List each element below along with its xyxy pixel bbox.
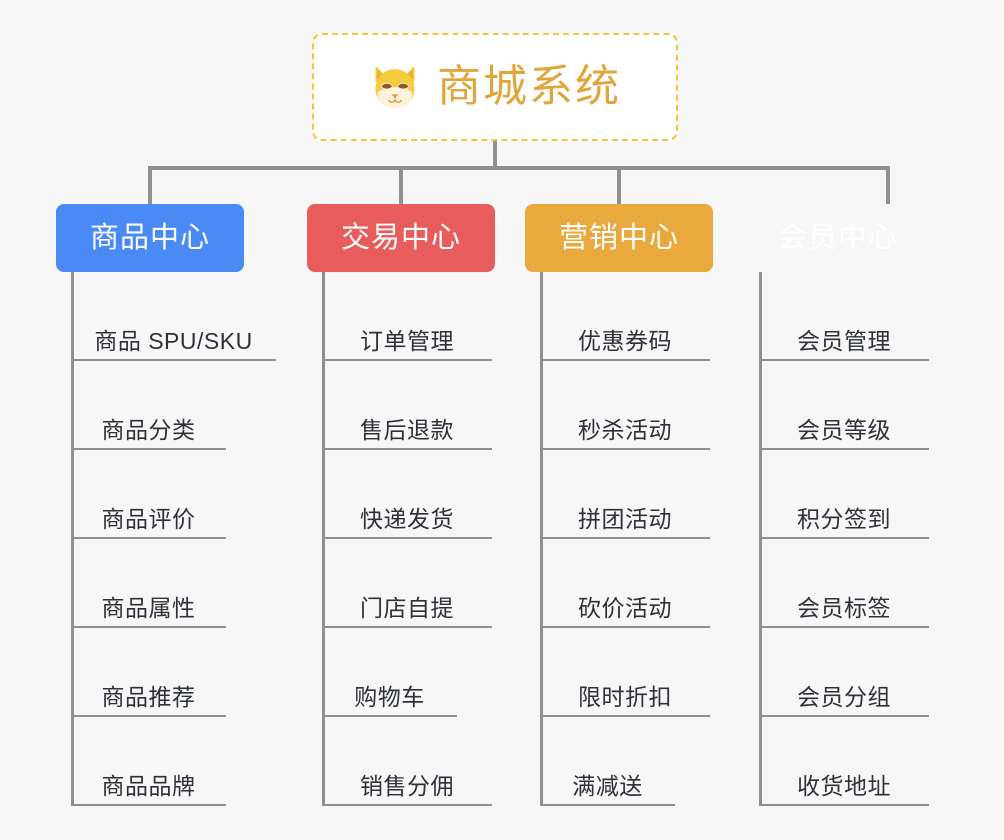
leaf-item-label: 优惠券码 xyxy=(578,328,672,354)
root-title: 商城系统 xyxy=(437,62,621,111)
root-node[interactable]: 商城系统 xyxy=(312,33,678,141)
leaf-item[interactable]: 会员标签 xyxy=(759,539,929,628)
leaf-spine xyxy=(71,272,74,806)
category-box-1[interactable]: 交易中心 xyxy=(307,204,495,272)
leaf-item-label: 拼团活动 xyxy=(578,506,672,532)
leaf-item[interactable]: 砍价活动 xyxy=(540,539,710,628)
leaf-item[interactable]: 商品评价 xyxy=(71,450,226,539)
leaf-item-label: 商品品牌 xyxy=(101,773,196,799)
leaf-item[interactable]: 商品品牌 xyxy=(71,717,226,806)
leaf-item-label: 积分签到 xyxy=(797,506,891,532)
leaf-item[interactable]: 商品属性 xyxy=(71,539,226,628)
leaf-item-label: 订单管理 xyxy=(360,328,454,354)
leaf-item-label: 会员分组 xyxy=(797,684,891,710)
leaf-item-label: 限时折扣 xyxy=(578,684,672,710)
connector-root-stem xyxy=(493,141,497,169)
leaf-item-label: 会员标签 xyxy=(797,595,891,621)
leaf-spine xyxy=(540,272,543,806)
category-label: 营销中心 xyxy=(558,221,679,254)
leaf-item[interactable]: 购物车 xyxy=(322,628,457,717)
category-box-3[interactable]: 会员中心 xyxy=(744,204,932,272)
leaf-item-label: 商品推荐 xyxy=(101,684,196,710)
connector-drop-3 xyxy=(617,166,621,204)
leaf-item-label: 会员等级 xyxy=(797,417,891,443)
leaf-item[interactable]: 积分签到 xyxy=(759,450,929,539)
connector-drop-1 xyxy=(148,166,152,204)
leaf-item[interactable]: 门店自提 xyxy=(322,539,492,628)
leaf-item-label: 快递发货 xyxy=(360,506,454,532)
leaf-item[interactable]: 售后退款 xyxy=(322,361,492,450)
leaf-item[interactable]: 商品 SPU/SKU xyxy=(71,272,276,361)
category-box-2[interactable]: 营销中心 xyxy=(525,204,713,272)
leaf-item-label: 销售分佣 xyxy=(360,773,454,799)
leaf-item[interactable]: 会员管理 xyxy=(759,272,929,361)
leaf-item-label: 购物车 xyxy=(354,684,425,710)
leaf-item-label: 满减送 xyxy=(572,773,643,799)
category-label: 交易中心 xyxy=(340,221,461,254)
leaf-item-label: 门店自提 xyxy=(360,595,454,621)
leaf-item-label: 会员管理 xyxy=(797,328,891,354)
leaf-item[interactable]: 商品分类 xyxy=(71,361,226,450)
leaf-item[interactable]: 拼团活动 xyxy=(540,450,710,539)
leaf-item-label: 商品 SPU/SKU xyxy=(94,328,253,354)
leaf-item[interactable]: 优惠券码 xyxy=(540,272,710,361)
category-label: 会员中心 xyxy=(777,221,898,254)
connector-drop-2 xyxy=(399,166,403,204)
leaf-item[interactable]: 限时折扣 xyxy=(540,628,710,717)
leaf-item-label: 商品分类 xyxy=(101,417,196,443)
leaf-item[interactable]: 商品推荐 xyxy=(71,628,226,717)
leaf-item[interactable]: 快递发货 xyxy=(322,450,492,539)
leaf-item[interactable]: 销售分佣 xyxy=(322,717,492,806)
category-box-0[interactable]: 商品中心 xyxy=(56,204,244,272)
category-label: 商品中心 xyxy=(89,221,210,254)
connector-drop-4 xyxy=(886,166,890,204)
leaf-item[interactable]: 秒杀活动 xyxy=(540,361,710,450)
leaf-item-label: 砍价活动 xyxy=(578,595,672,621)
leaf-item[interactable]: 订单管理 xyxy=(322,272,492,361)
leaf-spine xyxy=(322,272,325,806)
shiba-dog-icon xyxy=(375,65,415,110)
leaf-item-label: 商品评价 xyxy=(101,506,196,532)
connector-horizontal-bus xyxy=(148,166,890,170)
leaf-item-label: 商品属性 xyxy=(101,595,196,621)
leaf-item[interactable]: 会员等级 xyxy=(759,361,929,450)
leaf-spine xyxy=(759,272,762,806)
leaf-item-label: 秒杀活动 xyxy=(578,417,672,443)
leaf-item-label: 售后退款 xyxy=(360,417,454,443)
leaf-item[interactable]: 收货地址 xyxy=(759,717,929,806)
leaf-item-label: 收货地址 xyxy=(797,773,891,799)
leaf-item[interactable]: 满减送 xyxy=(540,717,675,806)
leaf-item[interactable]: 会员分组 xyxy=(759,628,929,717)
